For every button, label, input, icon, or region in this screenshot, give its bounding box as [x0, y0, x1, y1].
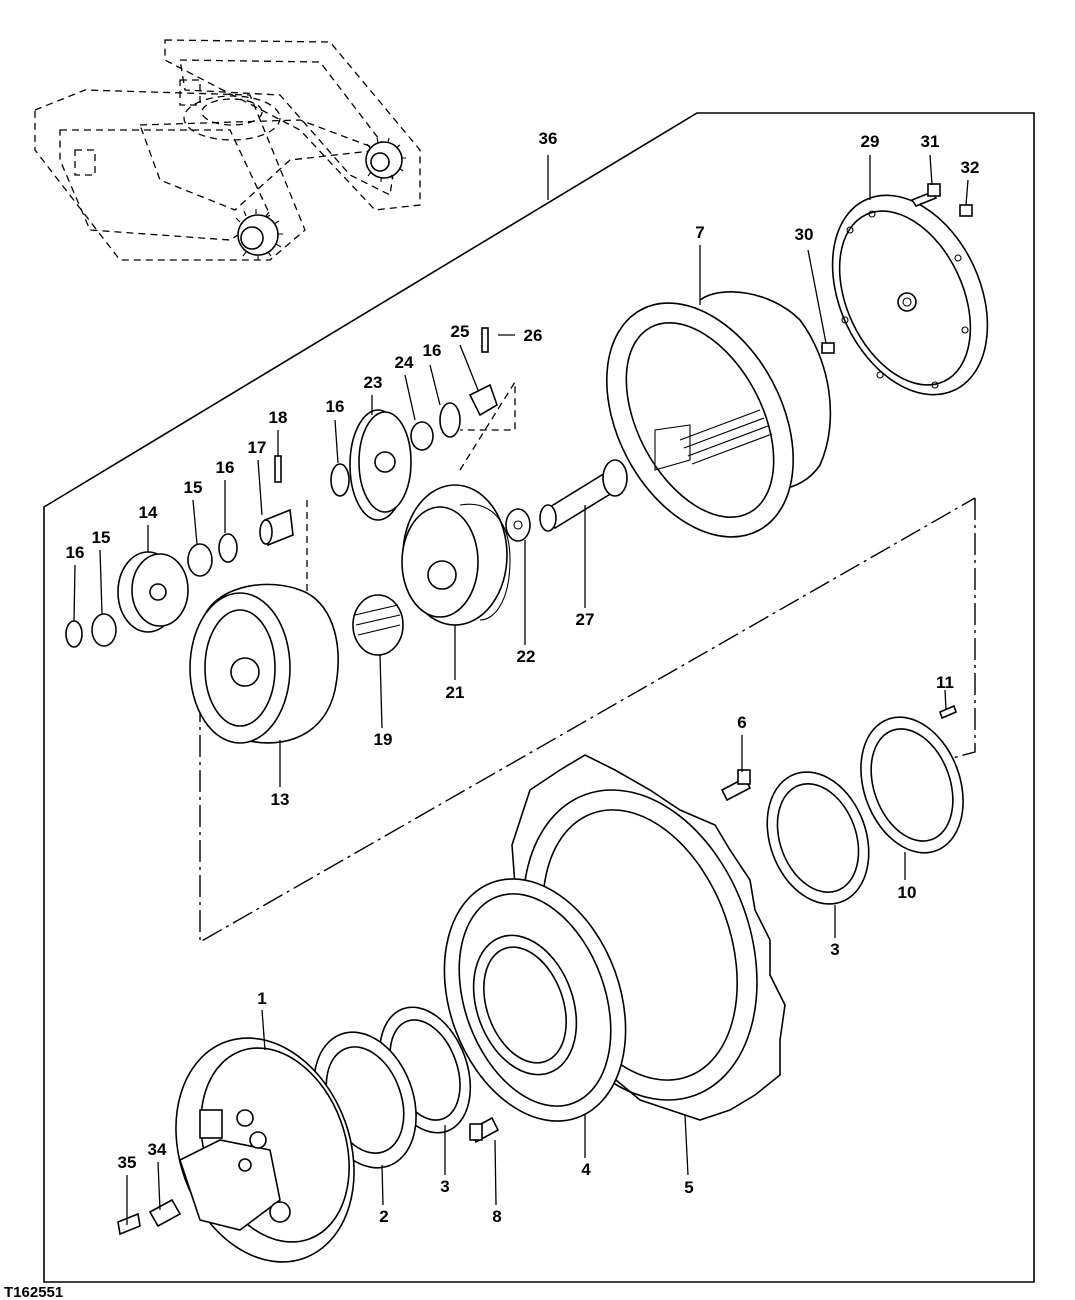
- callout-8: 8: [492, 1207, 501, 1226]
- callout-19: 19: [374, 730, 393, 749]
- callout-3-b: 3: [830, 940, 839, 959]
- callout-29: 29: [861, 132, 880, 151]
- callout-4: 4: [581, 1160, 591, 1179]
- seal-and-flange: [720, 704, 964, 905]
- callout-14: 14: [139, 503, 158, 522]
- second-stage-carrier: [401, 484, 511, 626]
- leader-lines: [73, 154, 969, 1225]
- second-stage-gear-set: [330, 327, 498, 521]
- assembly-frame: [43, 112, 1035, 1283]
- drive-shaft: [505, 459, 628, 542]
- callout-27: 27: [576, 610, 595, 629]
- callout-5: 5: [684, 1178, 693, 1197]
- first-stage-carrier: [189, 583, 339, 744]
- callout-15-b: 15: [184, 478, 203, 497]
- callout-7: 7: [695, 223, 704, 242]
- callout-16-c: 16: [326, 397, 345, 416]
- callout-16-b: 16: [216, 458, 235, 477]
- callout-21: 21: [446, 683, 465, 702]
- assembly-outline-lines: [199, 379, 976, 944]
- track-frame-inset: [34, 39, 421, 261]
- sprocket-hub: [443, 878, 627, 1144]
- ring-gear-housing: [606, 291, 832, 538]
- callout-labels: 36 29 31 32 30 7 26 25 16 24 23 16 18 17…: [66, 129, 980, 1226]
- callout-13: 13: [271, 790, 290, 809]
- sun-gear: [352, 594, 404, 656]
- callout-31: 31: [921, 132, 940, 151]
- callout-18: 18: [269, 408, 288, 427]
- callout-6: 6: [737, 713, 746, 732]
- callout-36: 36: [539, 129, 558, 148]
- first-stage-gear-set: [65, 455, 294, 648]
- figure-id: T162551: [4, 1284, 63, 1300]
- callout-30: 30: [795, 225, 814, 244]
- callout-3-a: 3: [440, 1177, 449, 1196]
- callout-11: 11: [936, 673, 954, 692]
- callout-22: 22: [517, 647, 536, 666]
- callout-16-d: 16: [423, 341, 442, 360]
- callout-25: 25: [451, 322, 470, 341]
- callout-16-a: 16: [66, 543, 85, 562]
- callout-24: 24: [395, 353, 414, 372]
- callout-23: 23: [364, 373, 383, 392]
- plugs-and-bolts: [821, 183, 973, 354]
- callout-32: 32: [961, 158, 980, 177]
- callout-34: 34: [148, 1140, 167, 1159]
- callout-15-a: 15: [92, 528, 111, 547]
- callout-1: 1: [257, 989, 266, 1008]
- callout-10: 10: [898, 883, 917, 902]
- callout-26: 26: [524, 326, 543, 345]
- cover-plate: [831, 194, 989, 396]
- callout-17: 17: [248, 438, 267, 457]
- callout-35: 35: [118, 1153, 137, 1172]
- travel-motor: [117, 1037, 355, 1263]
- callout-2: 2: [379, 1207, 388, 1226]
